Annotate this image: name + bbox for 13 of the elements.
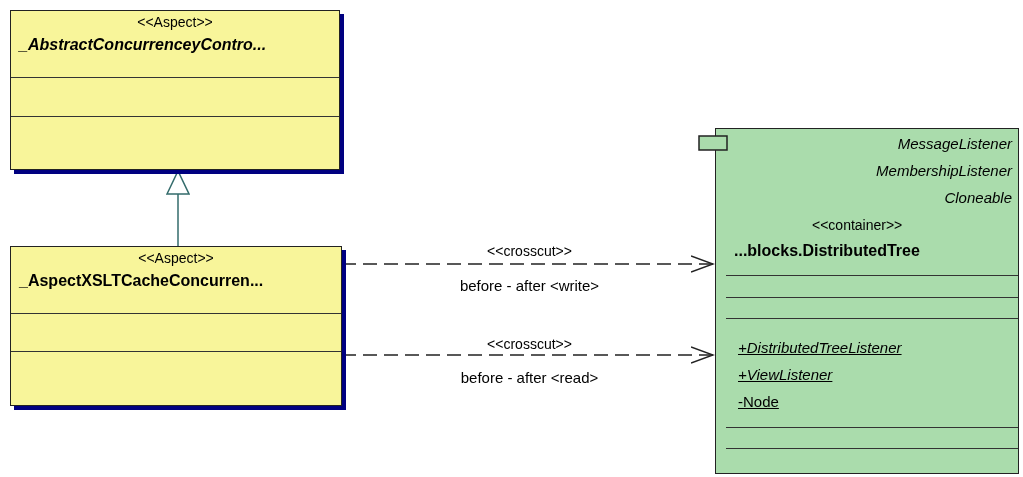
class-name: _AspectXSLTCacheConcurren... [19, 272, 264, 290]
interface-name: MessageListener [897, 135, 1012, 153]
member-label: +ViewListener [738, 366, 833, 384]
member-label: -Node [738, 393, 779, 411]
interface-name: MembershipListener [876, 162, 1012, 180]
stereotype-label: <<container>> [812, 216, 903, 234]
stereotype-label: <<Aspect>> [136, 13, 214, 31]
member-label: +DistributedTreeListener [738, 339, 902, 357]
stereotype-label: <<Aspect>> [137, 249, 215, 267]
class-name: _AbstractConcurrenceyContro... [19, 36, 267, 54]
advice-note: before - after <read> [458, 369, 601, 386]
class-name: ...blocks.DistributedTree [734, 242, 920, 260]
interface-name: Cloneable [944, 189, 1012, 207]
